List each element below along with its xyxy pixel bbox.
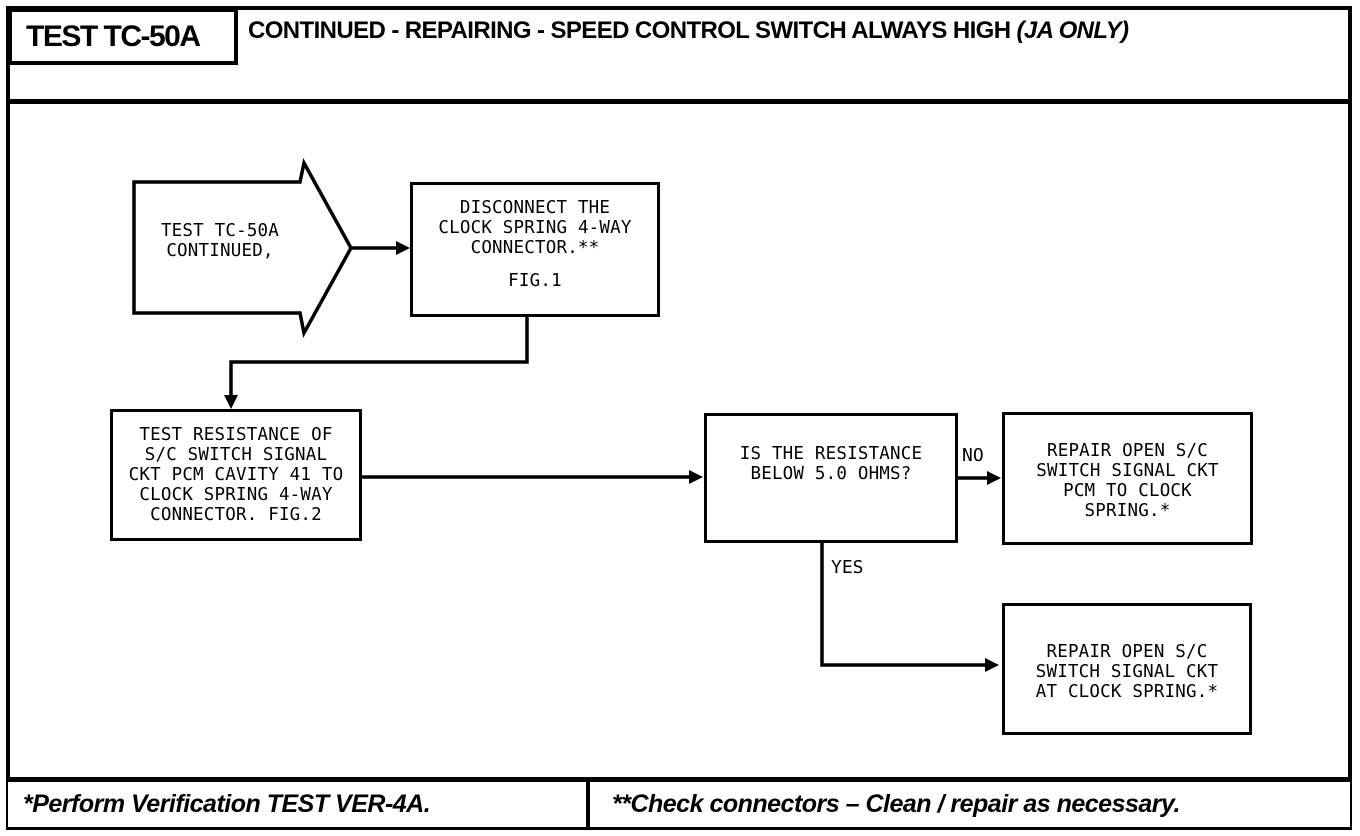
- flow-box-disconnect-text: DISCONNECT THE CLOCK SPRING 4-WAY CONNEC…: [438, 198, 632, 258]
- test-id-box: TEST TC-50A: [8, 8, 238, 65]
- arrowhead-into-test: [224, 395, 238, 409]
- flow-box-test-resistance: TEST RESISTANCE OF S/C SWITCH SIGNAL CKT…: [110, 409, 362, 541]
- footnote-verification: *Perform Verification TEST VER-4A.: [23, 790, 431, 818]
- test-id-label: TEST TC-50A: [26, 19, 201, 53]
- branch-label-no: NO: [962, 445, 984, 466]
- header-divider: [8, 99, 1350, 104]
- footnote-right-cell: **Check connectors – Clean / repair as n…: [590, 782, 1350, 827]
- flow-start-label: TEST TC-50A CONTINUED,: [160, 221, 280, 261]
- flow-box-repair-clock-spring-text: REPAIR OPEN S/C SWITCH SIGNAL CKT AT CLO…: [1035, 642, 1219, 702]
- flow-box-repair-pcm-circuit: REPAIR OPEN S/C SWITCH SIGNAL CKT PCM TO…: [1002, 412, 1253, 545]
- arrowhead-into-disconnect: [396, 241, 410, 255]
- footnote-bar: *Perform Verification TEST VER-4A. **Che…: [8, 777, 1350, 827]
- continuation-arrow-shape: [132, 158, 353, 339]
- footnote-connectors: **Check connectors – Clean / repair as n…: [612, 790, 1180, 818]
- figure-reference-1: FIG.1: [508, 271, 562, 291]
- flow-box-resistance-question: IS THE RESISTANCE BELOW 5.0 OHMS?: [704, 413, 958, 543]
- flow-box-repair-clock-spring: REPAIR OPEN S/C SWITCH SIGNAL CKT AT CLO…: [1002, 603, 1252, 735]
- flow-box-disconnect: DISCONNECT THE CLOCK SPRING 4-WAY CONNEC…: [410, 182, 660, 317]
- flow-box-repair-pcm-circuit-text: REPAIR OPEN S/C SWITCH SIGNAL CKT PCM TO…: [1036, 441, 1219, 521]
- page-title-suffix: (JA ONLY): [1016, 17, 1130, 44]
- arrowhead-into-question: [689, 470, 703, 484]
- flow-box-test-resistance-text: TEST RESISTANCE OF S/C SWITCH SIGNAL CKT…: [128, 425, 344, 525]
- connector-yes-branch: [820, 543, 986, 667]
- arrowhead-into-repair-pcm: [987, 471, 1001, 485]
- branch-label-yes: YES: [831, 557, 864, 578]
- flow-box-resistance-question-text: IS THE RESISTANCE BELOW 5.0 OHMS?: [739, 444, 923, 484]
- page-border: [6, 6, 1352, 830]
- arrowhead-into-repair-spring: [985, 658, 999, 672]
- page-title-main: CONTINUED - REPAIRING - SPEED CONTROL SW…: [248, 17, 1017, 44]
- page-title: CONTINUED - REPAIRING - SPEED CONTROL SW…: [248, 17, 1338, 45]
- connector-disconnect-to-test: [229, 317, 529, 396]
- footnote-left-cell: *Perform Verification TEST VER-4A.: [8, 782, 590, 827]
